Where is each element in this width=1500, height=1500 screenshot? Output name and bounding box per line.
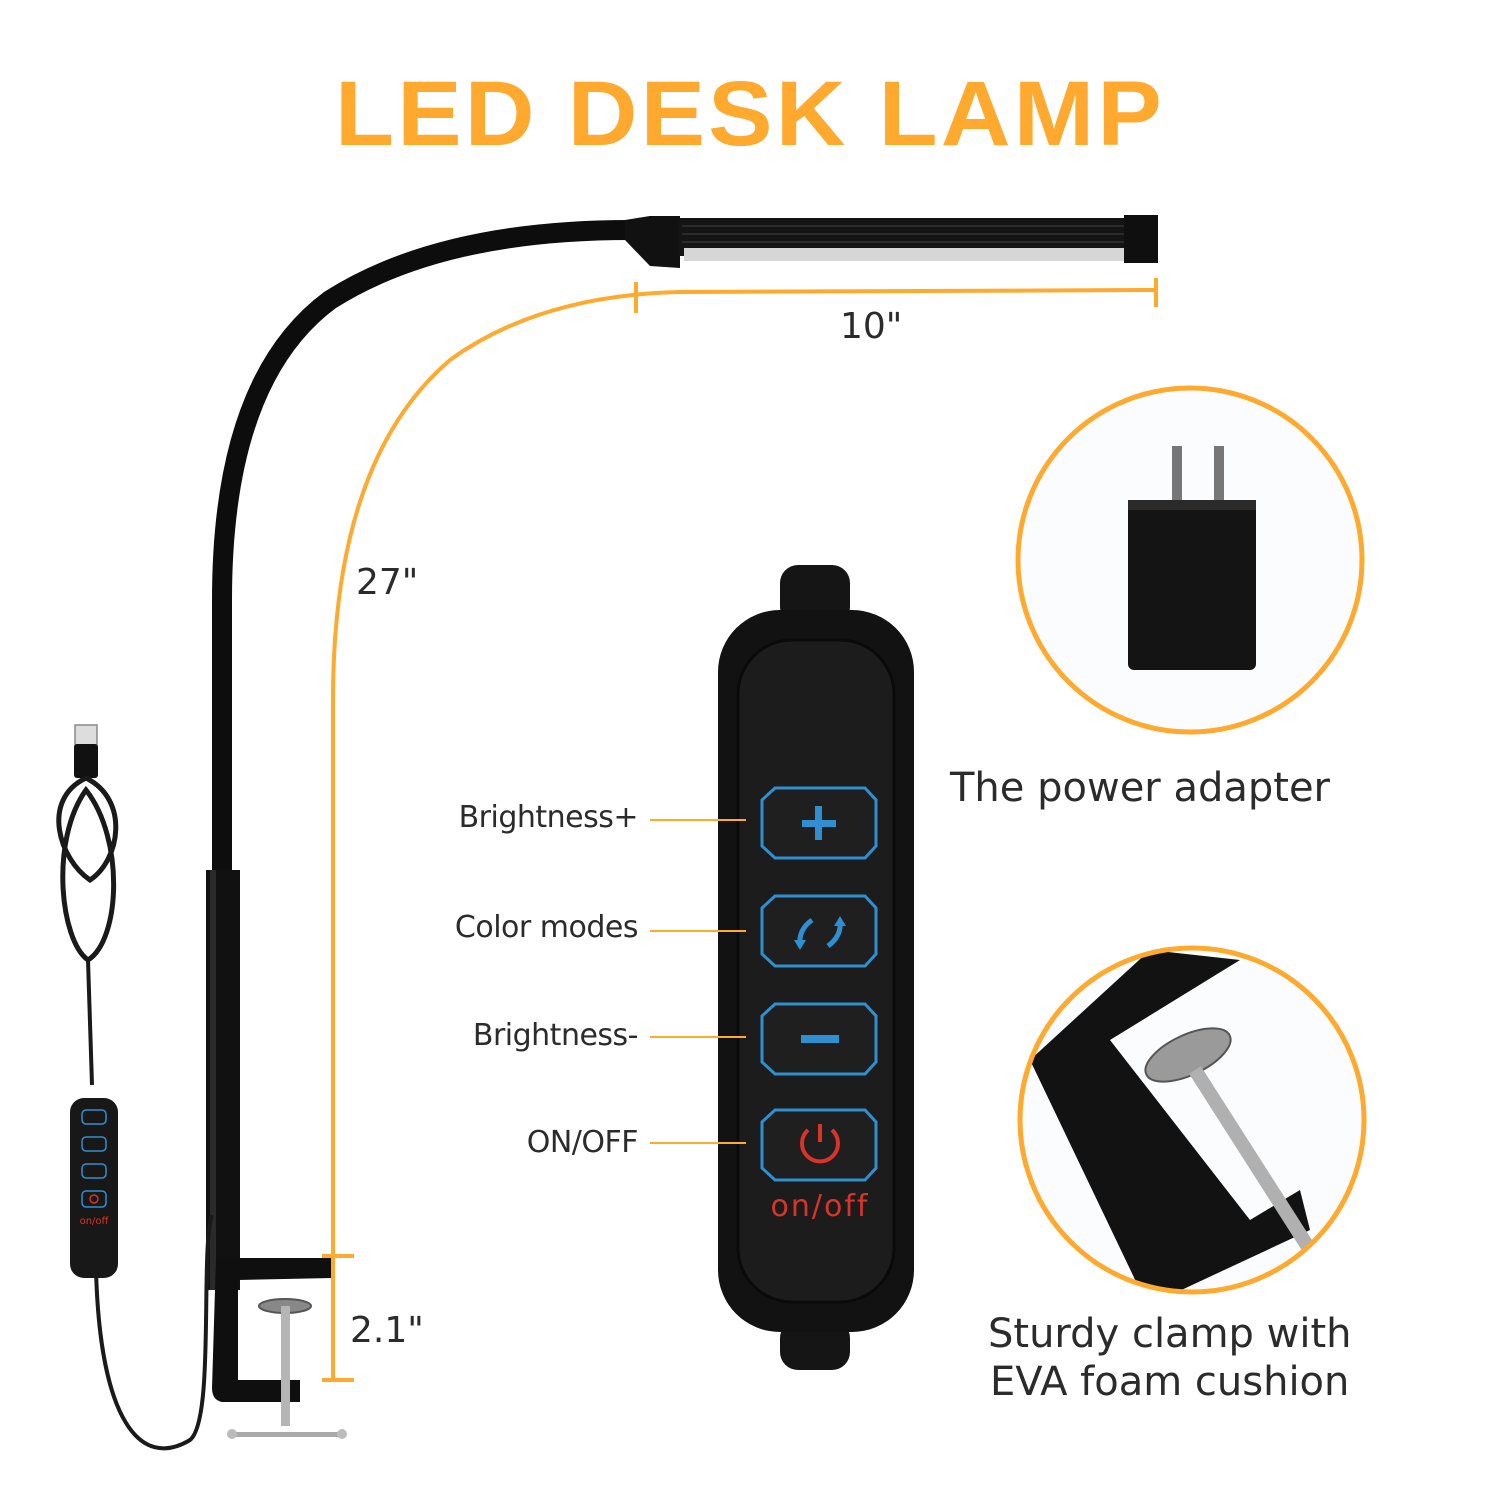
- dimension-lines: [322, 278, 1158, 1382]
- clamp-icon: [1017, 945, 1367, 1295]
- mini-controller-icon: [70, 1098, 118, 1278]
- leader-lines: [650, 819, 746, 1144]
- page-title: LED DESK LAMP: [335, 63, 1165, 165]
- arm-height-label: 27": [356, 562, 419, 603]
- power-adapter-caption: The power adapter: [950, 765, 1330, 811]
- power-text: on/off: [771, 1189, 870, 1224]
- plus-icon: [802, 806, 836, 840]
- on-off-label: ON/OFF: [526, 1125, 639, 1160]
- clamp-opening-label: 2.1": [350, 1310, 424, 1351]
- lamp-icon: [206, 215, 1158, 1439]
- clamp-caption-line2: EVA foam cushion: [990, 1359, 1350, 1405]
- power-adapter-icon: [1015, 385, 1365, 735]
- mini-power-text: on/off: [80, 1216, 110, 1227]
- power-icon: [800, 1124, 840, 1164]
- color-modes-label: Color modes: [454, 910, 639, 945]
- minus-icon: [801, 1035, 839, 1043]
- brightness-down-label: Brightness-: [472, 1018, 639, 1053]
- usb-cable-icon: [56, 724, 214, 1451]
- clamp-caption-line1: Sturdy clamp with: [988, 1311, 1352, 1357]
- head-length-label: 10": [840, 306, 903, 347]
- brightness-up-label: Brightness+: [458, 800, 639, 835]
